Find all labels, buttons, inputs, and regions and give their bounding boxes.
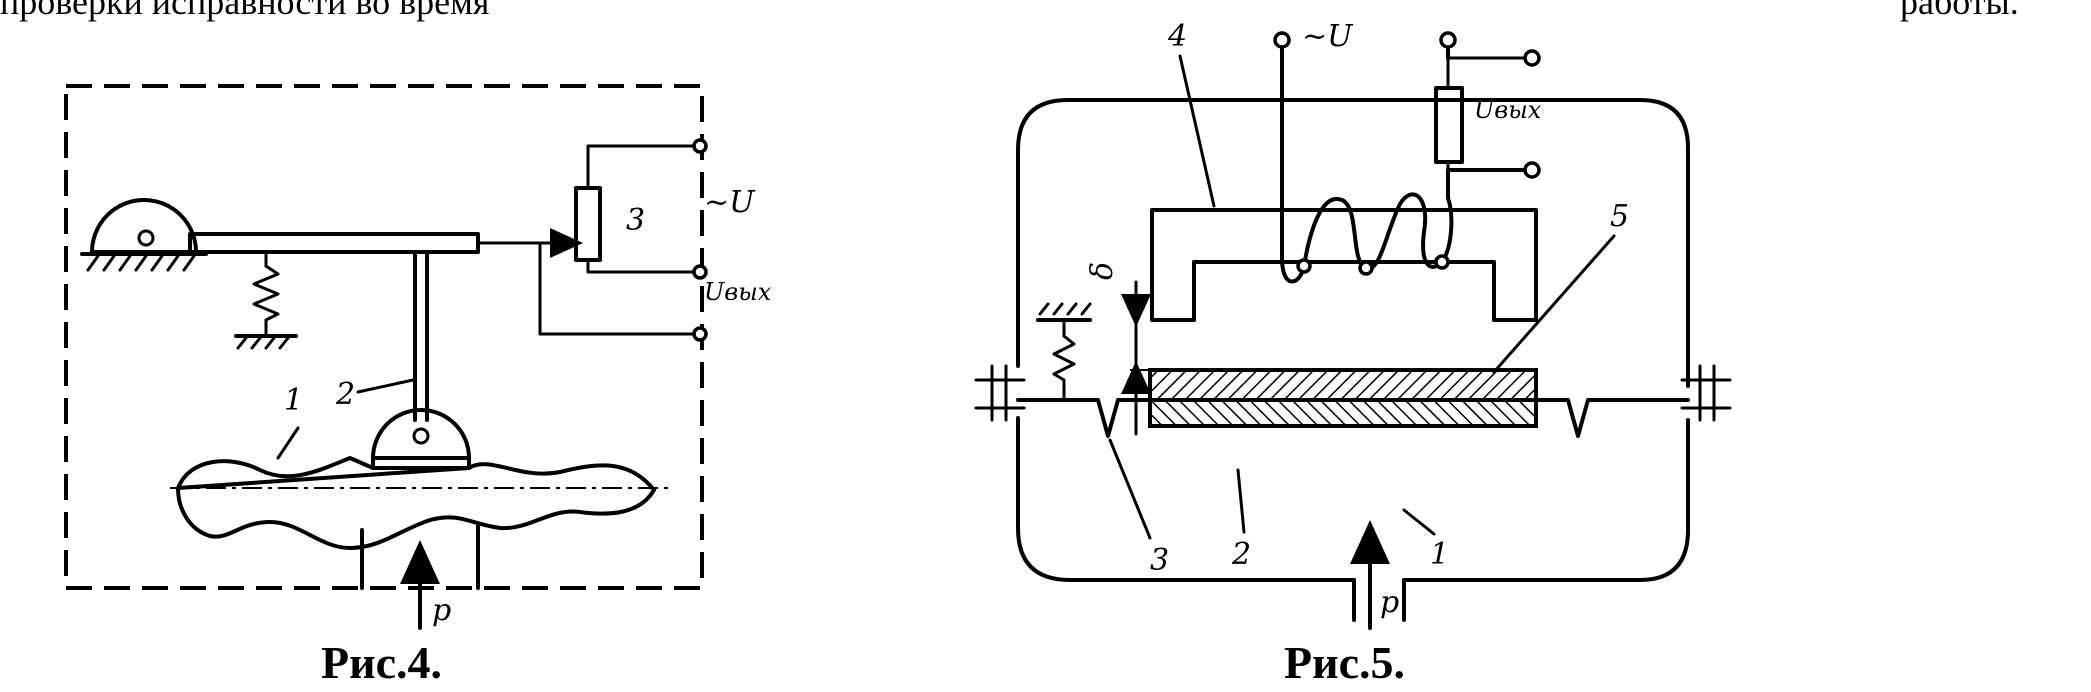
fig4-label-output: Uвых [704, 278, 772, 306]
fig4-label-p: p [432, 593, 451, 628]
fig5-terminal-output-top [1523, 49, 1541, 67]
fig4-terminal-output [692, 326, 708, 342]
fig4-membrane [176, 456, 656, 550]
fig4-potentiometer [574, 186, 602, 262]
fig5-label-2: 2 [1231, 537, 1251, 572]
fig5-membrane-line [1016, 398, 1690, 438]
fig5-wiring [1434, 46, 1528, 172]
fig5-label-delta: δ [1085, 262, 1120, 280]
fig5-coil [1280, 46, 1528, 284]
fig5-housing-bottom [1016, 416, 1690, 622]
fig5-label-5: 5 [1610, 199, 1629, 234]
fig4-wiring [538, 144, 702, 336]
fig4-rod-joint [371, 408, 471, 470]
fig5-housing-top [1016, 98, 1690, 388]
fig4-hinge [80, 198, 208, 272]
fig5-label-3: 3 [1150, 543, 1169, 578]
fig5-label-output: Uвых [1474, 96, 1542, 124]
fig5-core [1150, 208, 1538, 322]
figure-5: δ 4 ~U Uвых 5 3 2 1 p [974, 19, 1732, 688]
fig4-rod [413, 250, 429, 422]
figure-4: 3 ~U Uвых 1 2 p Рис.4. [64, 84, 772, 688]
fig5-armature [1148, 368, 1538, 428]
fig5-flange-right [1680, 364, 1732, 422]
fig5-label-1: 1 [1430, 537, 1449, 572]
fig4-label-3: 3 [626, 203, 645, 238]
fig5-terminal-supply-left [1273, 31, 1291, 49]
fig4-inlet [360, 524, 480, 630]
fig5-gap [1121, 280, 1536, 436]
fig4-caption: Рис.4. [321, 637, 442, 688]
fig4-label-1: 1 [284, 383, 303, 418]
fig5-terminal-supply-right [1439, 31, 1457, 49]
fig4-lever [188, 232, 480, 254]
fig4-terminal-supply-bottom [692, 264, 708, 280]
fig4-label-supply: ~U [704, 185, 756, 220]
fig5-caption: Рис.5. [1284, 637, 1405, 688]
fig5-terminal-output-bottom [1523, 161, 1541, 179]
fig4-label-2: 2 [335, 377, 355, 412]
top-text-right: работы. [1900, 0, 2019, 22]
fig5-label-supply: ~U [1302, 19, 1354, 54]
fig5-flange-left [974, 364, 1026, 422]
fig5-label-p: p [1380, 585, 1399, 620]
fig5-label-4: 4 [1167, 19, 1187, 54]
fig5-spring [1036, 302, 1092, 402]
fig4-terminal-supply-top [692, 138, 708, 154]
fig4-spring [234, 250, 298, 350]
top-text-left: проверки исправности во время [0, 0, 489, 22]
top-text: проверки исправности во время работы. [0, 0, 2019, 22]
